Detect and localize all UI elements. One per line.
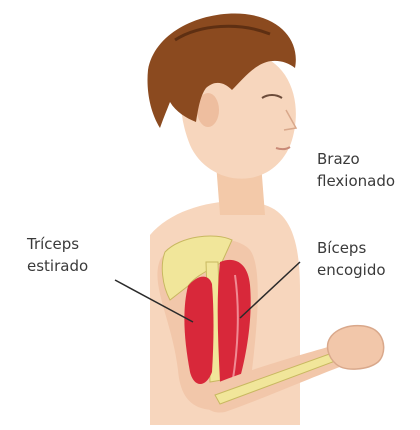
biceps-label-line1: Bíceps [317, 237, 386, 259]
triceps-label-line2: estirado [27, 255, 88, 277]
triceps-label-line1: Tríceps [27, 233, 88, 255]
arm-label-line1: Brazo [317, 148, 395, 170]
triceps-label: Tríceps estirado [27, 233, 88, 277]
biceps-label-line2: encogido [317, 259, 386, 281]
arm-label-line2: flexionado [317, 170, 395, 192]
fist [328, 326, 384, 370]
biceps-label: Bíceps encogido [317, 237, 386, 281]
arm-label: Brazo flexionado [317, 148, 395, 192]
